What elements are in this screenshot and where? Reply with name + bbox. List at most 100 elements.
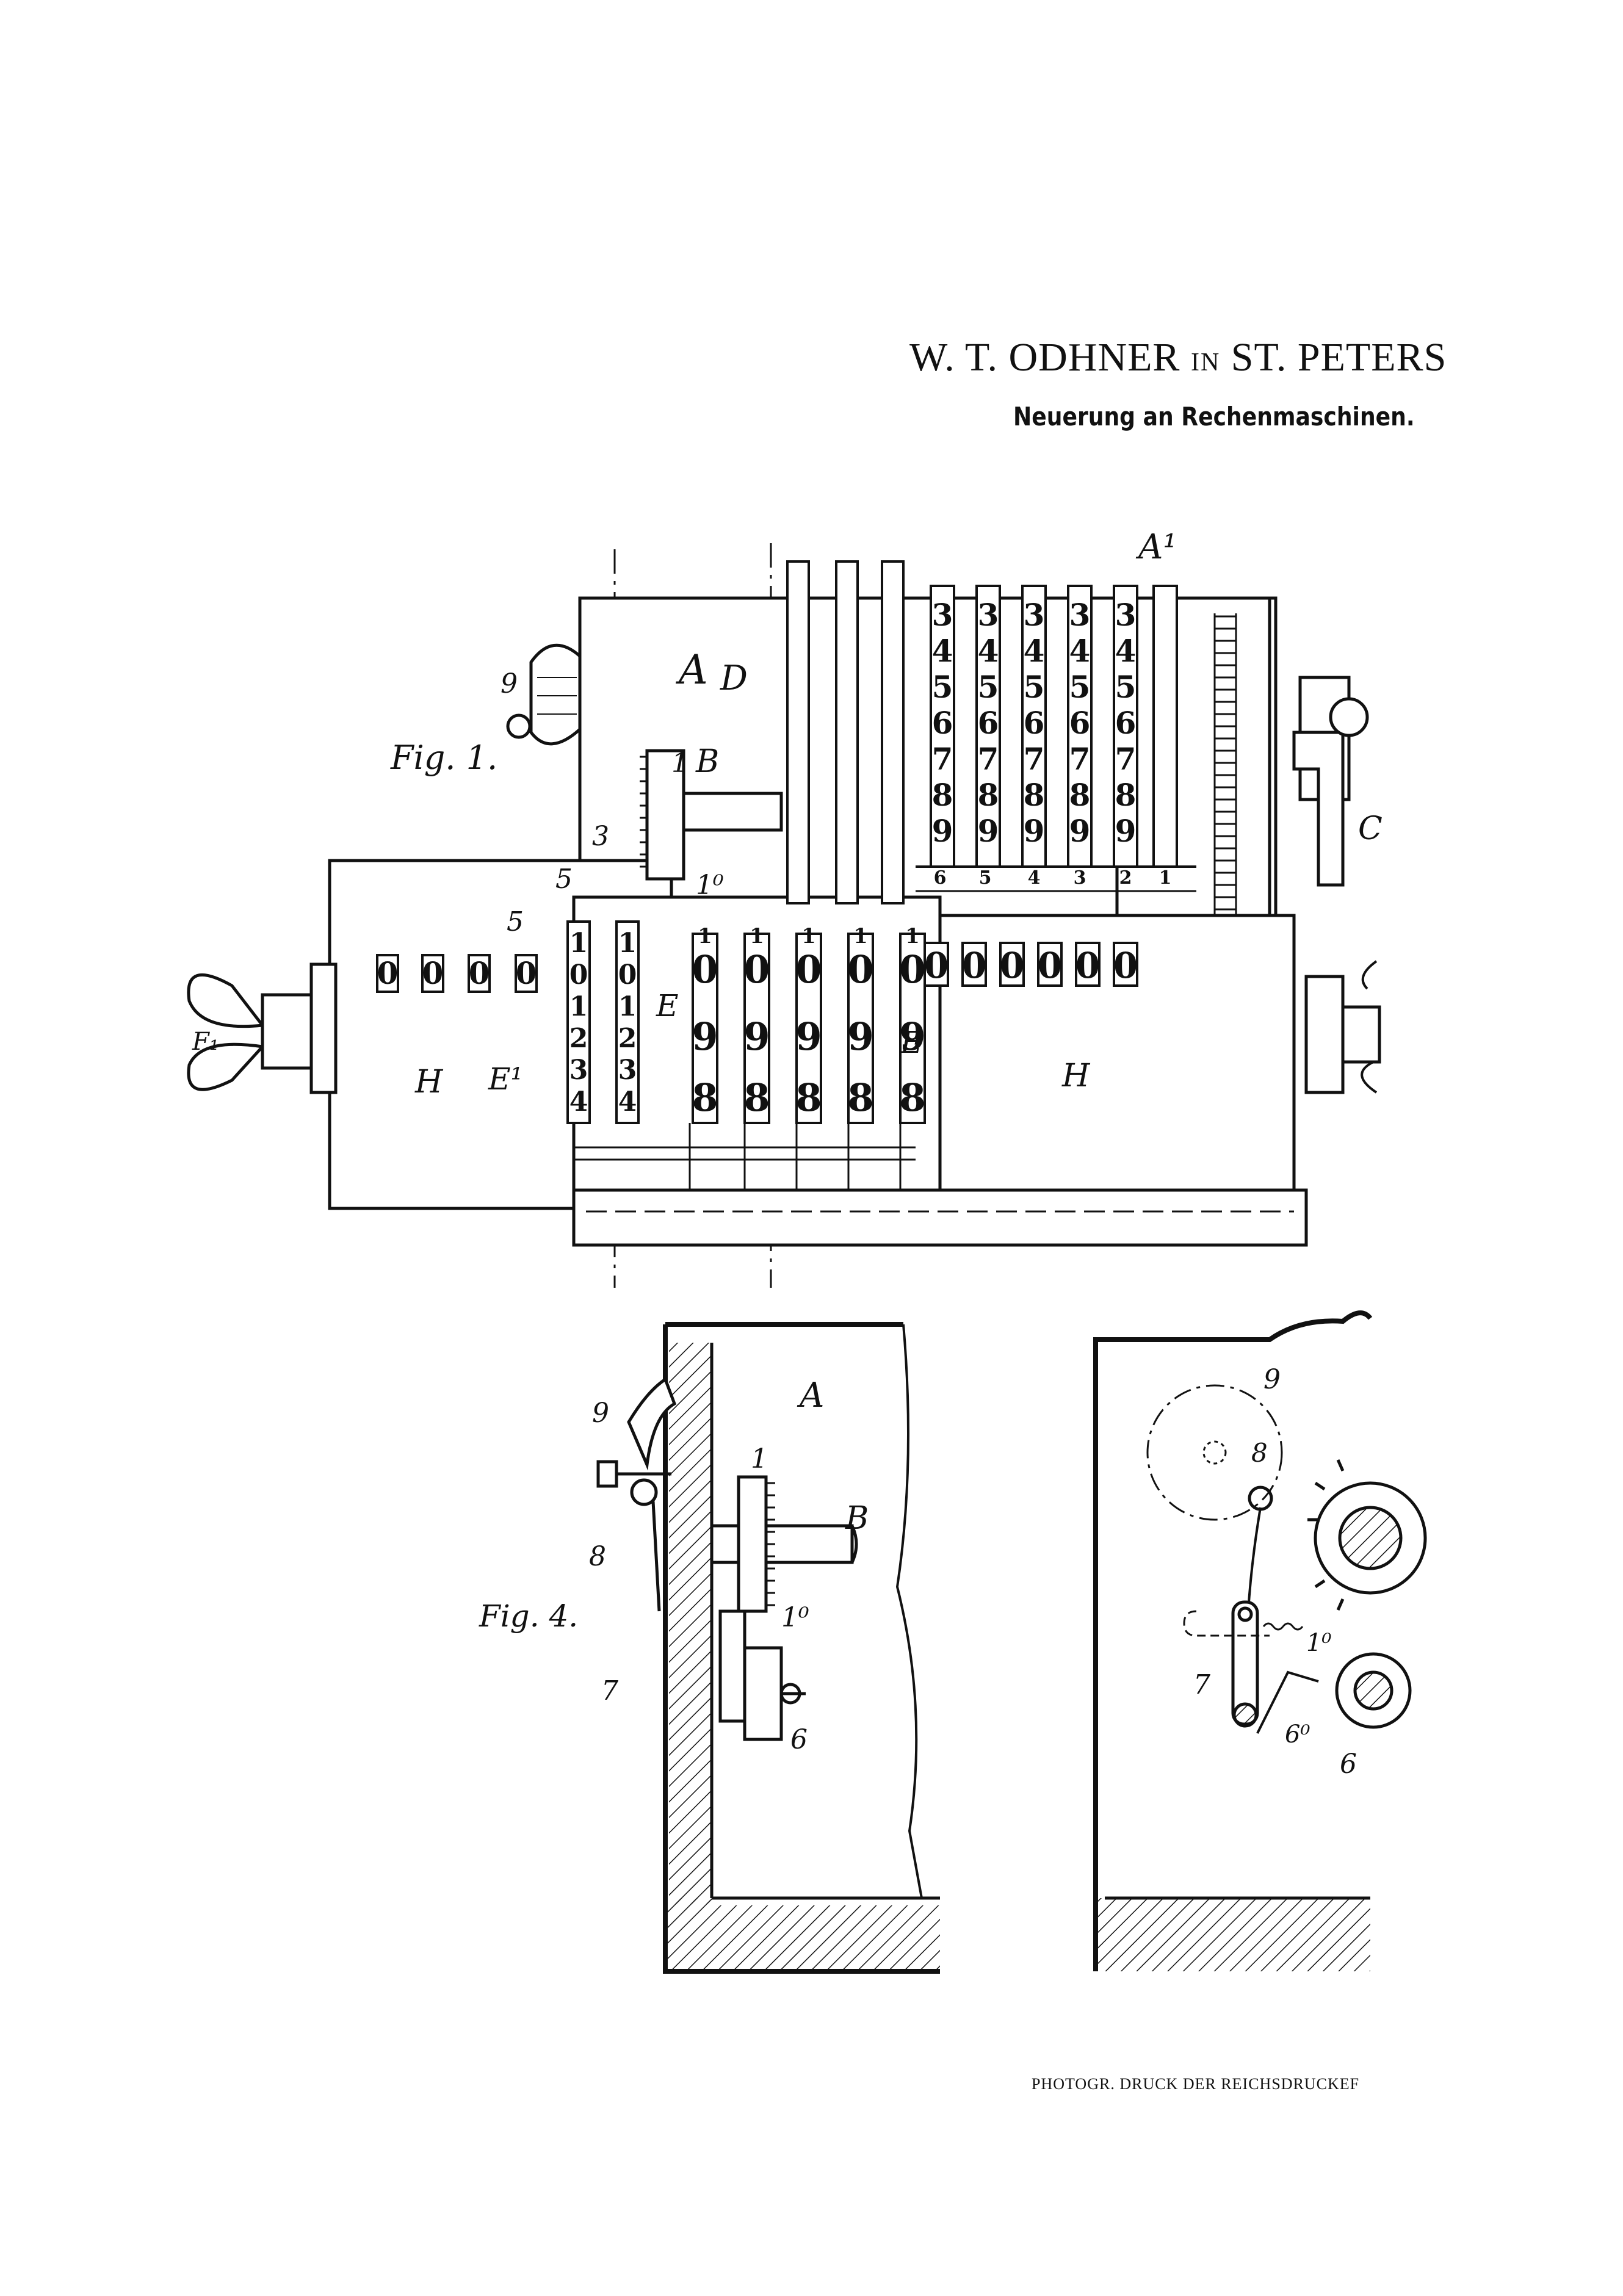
setting-wheel-digit: 1	[801, 924, 816, 948]
fig1-label-H-right: H	[1061, 1058, 1091, 1094]
upper-column-number: 2	[1119, 867, 1132, 889]
upper-counter-digit: 6	[978, 705, 999, 741]
small-wheel-digit: 2	[618, 1023, 637, 1054]
left-window-digit: 0	[469, 955, 490, 991]
upper-column-number: 4	[1028, 867, 1041, 889]
setting-wheel-digit: 0	[899, 947, 925, 992]
upper-counter-digit: 3	[1115, 597, 1137, 633]
fig1-label-9: 9	[501, 668, 518, 699]
setting-wheel-digit: 9	[847, 1014, 873, 1059]
setting-wheel-digit: 8	[692, 1075, 718, 1120]
setting-wheel-digit: 9	[743, 1014, 770, 1059]
figure-4	[596, 1322, 940, 1974]
setting-wheel-digit: 0	[692, 947, 718, 992]
fig5-label-60: 6⁰	[1285, 1720, 1310, 1749]
upper-column-number: 1	[1159, 867, 1172, 889]
upper-counter-digit: 4	[932, 633, 953, 669]
fig5-label-9: 9	[1263, 1364, 1281, 1395]
upper-counter-digit: 6	[1069, 705, 1091, 741]
upper-counter-digit: 5	[1115, 669, 1137, 705]
upper-counter-digit: 8	[1024, 777, 1045, 813]
fig5-label-6: 6	[1340, 1749, 1357, 1780]
upper-counter-digit: 5	[932, 669, 953, 705]
setting-wheel-digit: 9	[795, 1014, 822, 1059]
setting-wheel-digit: 8	[743, 1075, 770, 1120]
fig1-label-5b: 5	[507, 906, 524, 937]
fig1-label-E-left: E	[656, 988, 679, 1023]
setting-wheel-digit: 8	[847, 1075, 873, 1120]
fig4-label-8: 8	[589, 1541, 606, 1572]
small-wheel-digit: 1	[618, 928, 637, 959]
setting-wheel-digit: 8	[899, 1075, 925, 1120]
upper-counter-digit: 7	[1024, 741, 1045, 777]
small-wheel-digit: 2	[569, 1023, 588, 1054]
setting-wheel-digit: 8	[795, 1075, 822, 1120]
upper-counter-digit: 9	[1024, 813, 1045, 849]
fig1-label-B: B	[695, 743, 719, 780]
fig1-label-C: C	[1358, 810, 1383, 847]
upper-column-number: 3	[1074, 867, 1086, 889]
upper-counter-digit: 4	[1024, 633, 1045, 669]
small-wheel-digit: 0	[569, 959, 588, 991]
fig4-label-10: 1⁰	[781, 1602, 809, 1633]
small-wheel-digit: 4	[569, 1086, 588, 1117]
fig4-label-1: 1	[751, 1443, 768, 1475]
left-window-digit: 0	[377, 955, 399, 991]
left-window-digit: 0	[422, 955, 444, 991]
result-window-digit: 0	[1000, 945, 1024, 986]
upper-counter-digit: 7	[978, 741, 999, 777]
upper-counter-digit: 4	[1069, 633, 1091, 669]
setting-wheel-digit: 9	[899, 1014, 925, 1059]
fig4-label-6: 6	[790, 1724, 808, 1755]
upper-counter-digit: 9	[1115, 813, 1137, 849]
figure-1	[187, 543, 1381, 1288]
fig1-label-10: 1⁰	[696, 870, 724, 901]
setting-wheel-digit: 9	[692, 1014, 718, 1059]
setting-wheel-digit: 1	[750, 924, 764, 948]
fig1-label-3: 3	[592, 821, 609, 852]
upper-counter-digit: 3	[1024, 597, 1045, 633]
author-name: W. T. ODHNER	[909, 335, 1180, 380]
setting-wheel-digit: 0	[795, 947, 822, 992]
upper-counter-digit: 3	[1069, 597, 1091, 633]
upper-counter-digit: 7	[1115, 741, 1137, 777]
upper-counter-digit: 3	[932, 597, 953, 633]
fig1-label-A: A	[675, 646, 708, 693]
upper-counter-digit: 8	[1069, 777, 1091, 813]
fig4-label-9: 9	[592, 1398, 609, 1429]
fig4-caption: Fig. 4.	[479, 1598, 578, 1634]
fig4-label-A: A	[797, 1376, 824, 1415]
result-window-digit: 0	[962, 945, 986, 986]
upper-counter-digit: 5	[1069, 669, 1091, 705]
fig5-label-8: 8	[1251, 1438, 1268, 1468]
footer-imprint: PHOTOGR. DRUCK DER REICHSDRUCKEF	[1032, 2075, 1360, 2093]
result-window-digit: 0	[924, 945, 949, 986]
fig1-label-H-left: H	[414, 1064, 444, 1100]
upper-counter-digit: 5	[1024, 669, 1045, 705]
upper-counter-digit: 9	[978, 813, 999, 849]
result-window-digit: 0	[1113, 945, 1138, 986]
small-wheel-digit: 3	[618, 1055, 637, 1086]
fig1-label-5: 5	[555, 864, 573, 895]
upper-counter-digit: 4	[978, 633, 999, 669]
small-wheel-digit: 3	[569, 1055, 588, 1086]
result-window-digit: 0	[1075, 945, 1100, 986]
upper-counter-digit: 3	[978, 597, 999, 633]
author-place: ST. PETERS	[1231, 335, 1447, 380]
figure-5	[1093, 1310, 1427, 1971]
fig1-label-F1: F₁	[192, 1028, 219, 1056]
upper-counter-digit: 6	[1024, 705, 1045, 741]
setting-wheel-digit: 1	[698, 924, 712, 948]
small-wheel-digit: 1	[569, 928, 588, 959]
fig1-label-A1: A¹	[1135, 527, 1177, 567]
small-wheel-digit: 1	[569, 991, 588, 1022]
fig1-label-D: D	[720, 659, 748, 698]
upper-counter-digit: 6	[1115, 705, 1137, 741]
upper-counter-digit: 8	[932, 777, 953, 813]
